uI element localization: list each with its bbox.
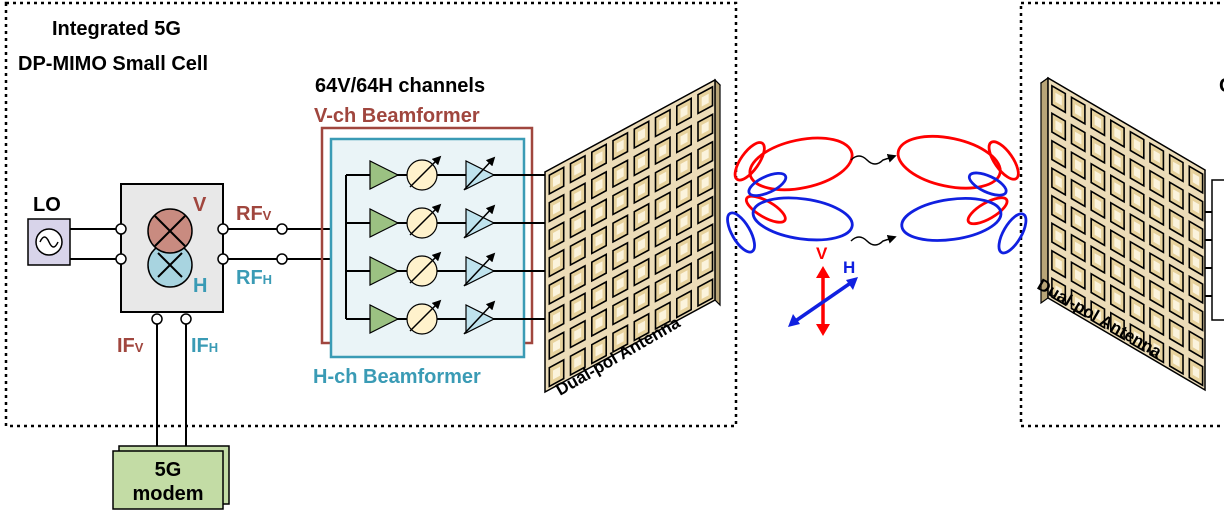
- sine-wave-icon: [39, 236, 59, 248]
- attenuator-icon: [465, 160, 496, 190]
- modem-line2: modem: [132, 483, 203, 505]
- h-pol-beam-left: [726, 171, 854, 254]
- cell-title-line2: DP-MIMO Small Cell: [18, 53, 208, 75]
- attenuator-icon: [465, 304, 496, 334]
- dual-pol-antenna-panel-right: [1039, 76, 1207, 392]
- v-pol-beam-left: [733, 136, 854, 224]
- pol-h-label: H: [843, 258, 855, 277]
- beamformer-channel-row: [346, 155, 546, 191]
- amplifier-icon: [369, 256, 400, 286]
- wireless-signal-icon: [850, 154, 897, 165]
- amplifier-icon: [369, 208, 400, 238]
- receiver-boundary: [1019, 1, 1224, 428]
- receiver-title-fragment: C: [1219, 75, 1224, 97]
- amplifier-icon: [369, 304, 400, 334]
- amplifier-icon: [369, 160, 400, 190]
- channels-label: 64V/64H channels: [315, 75, 485, 97]
- beamformer-channel-row: [346, 251, 546, 287]
- modem-box: [112, 450, 224, 510]
- mixer-h-label: H: [193, 275, 207, 297]
- dual-pol-antenna-panel: [544, 78, 721, 394]
- wireless-signal-icon: [850, 235, 897, 246]
- attenuator-icon: [465, 208, 496, 238]
- if-v-label: IFV: [117, 335, 144, 357]
- v-beamformer-label: V-ch Beamformer: [314, 105, 480, 127]
- rf-v-label: RFV: [236, 203, 272, 225]
- h-beamformer-label: H-ch Beamformer: [313, 366, 481, 388]
- pol-v-label: V: [816, 244, 828, 263]
- lo-label: LO: [33, 194, 61, 216]
- h-pol-beam-right: [900, 171, 1028, 255]
- rf-h-label: RFH: [236, 267, 272, 289]
- lo-box: [27, 218, 71, 266]
- v-pol-beam-right: [896, 135, 1020, 226]
- modem-line1: 5G: [155, 459, 182, 481]
- beamformer-channel-row: [346, 203, 546, 239]
- attenuator-icon: [465, 256, 496, 286]
- receiver-block-fragment: [1211, 179, 1224, 321]
- if-h-label: IFH: [191, 335, 218, 357]
- beamformer-channel-row: [346, 299, 546, 335]
- cell-title-line1: Integrated 5G: [52, 18, 181, 40]
- polarization-indicator: [788, 266, 858, 336]
- small-cell-boundary: [4, 1, 738, 428]
- mixer-v-label: V: [193, 194, 207, 216]
